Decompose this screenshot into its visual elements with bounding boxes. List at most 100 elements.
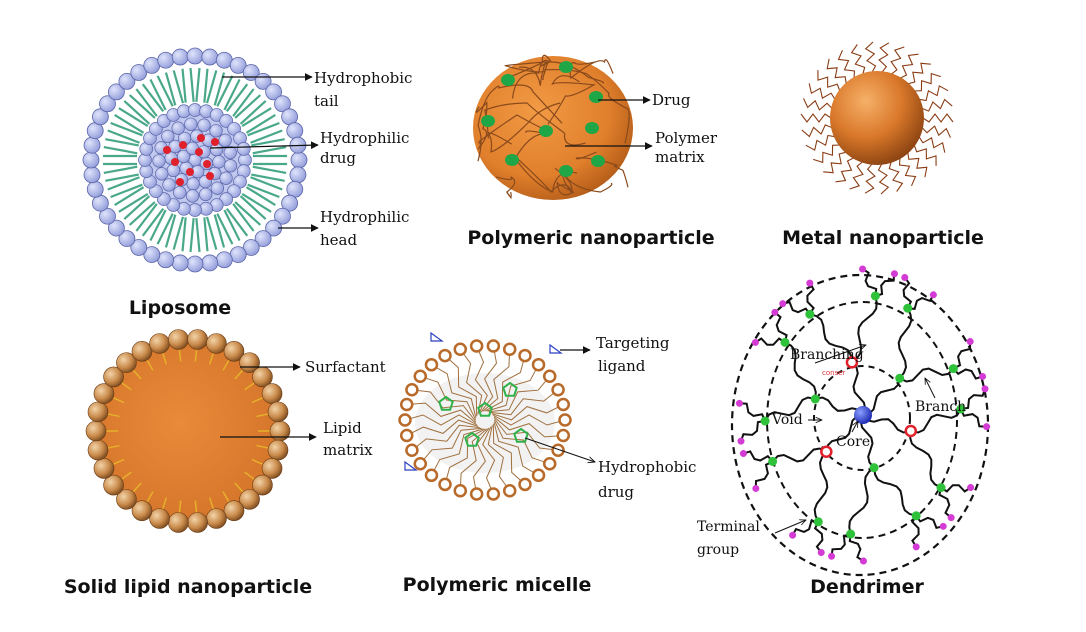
lipid-tail — [239, 195, 267, 220]
ligand-chain — [877, 163, 890, 195]
surfactant-tail — [244, 471, 255, 480]
hydrophilic-ring — [486, 487, 501, 501]
drug-dot — [176, 178, 184, 186]
lipid-head — [185, 189, 200, 203]
surfactant-bead — [116, 352, 137, 373]
ligand-chain — [918, 85, 949, 102]
polymer-chain — [411, 424, 480, 451]
branch-generation-3 — [907, 294, 935, 310]
branch-generation-2 — [910, 408, 962, 434]
lipid-head — [218, 133, 232, 147]
lipid-head — [199, 187, 213, 202]
lipid-head — [223, 159, 238, 173]
hydrophilic-ring — [502, 484, 517, 498]
branch-generation-1 — [862, 378, 901, 416]
lipid-head — [99, 95, 116, 113]
terminal-group-node — [901, 274, 909, 282]
lipid-tail — [245, 114, 276, 134]
lipid-head — [171, 254, 189, 272]
hydrophilic-ring — [531, 468, 546, 483]
lipid-head — [157, 51, 175, 69]
lipid-tail — [250, 129, 283, 144]
surfactant-bead — [149, 508, 170, 529]
surfactant-tail — [112, 396, 125, 404]
arrow-hydrophobic-drug — [524, 437, 595, 462]
label-hydrophilic-drug-1: Hydrophilic — [320, 129, 409, 147]
dendrimer-title: Dendrimer — [810, 576, 924, 598]
lipid-head — [201, 254, 219, 272]
polymer-fiber — [511, 59, 552, 99]
branch-generation-3 — [739, 402, 767, 422]
lipid-tail — [141, 83, 165, 112]
polymer-chain — [493, 418, 559, 451]
drug-dot — [171, 158, 179, 166]
lipid-head — [152, 154, 166, 168]
lipid-tail — [251, 173, 285, 182]
branch-node — [956, 404, 966, 414]
surfactant-tail — [194, 349, 198, 362]
lipid-head — [99, 207, 116, 225]
surfactant-tail — [146, 359, 154, 371]
branch-generation-3 — [754, 460, 774, 489]
ligand-chain — [864, 163, 876, 194]
polymer-chain — [431, 428, 484, 476]
lipid-head — [186, 255, 204, 273]
lipid-tail — [232, 203, 255, 232]
lipid-tail — [156, 213, 174, 245]
terminal-group-node — [947, 514, 955, 522]
lipid-tail — [251, 138, 285, 147]
dendrimer-core — [854, 406, 872, 424]
lipid-tail — [103, 145, 138, 155]
drug-pentagon — [477, 401, 493, 417]
branch-generation-3 — [959, 408, 987, 428]
drug-dot — [589, 91, 603, 103]
hydrophilic-ring — [438, 477, 452, 492]
liposome-title: Liposome — [129, 297, 231, 319]
ligand-chain — [826, 58, 847, 84]
polymer-chain — [444, 355, 478, 417]
drug-dot — [186, 168, 194, 176]
lipid-head — [162, 178, 176, 192]
lipid-tail — [105, 173, 139, 182]
surfactant-bead — [87, 401, 109, 423]
hydrophilic-ring — [551, 382, 565, 397]
lipid-tail — [232, 88, 255, 117]
lipid-tail — [114, 186, 145, 206]
label-hydrophilic-drug-2: drug — [320, 149, 356, 167]
label-branching-sub: conser — [822, 369, 846, 377]
surfactant-bead — [168, 512, 189, 533]
liposome-lipid-tails — [103, 67, 287, 253]
surfactant-bead — [93, 383, 115, 404]
lipid-tail — [123, 195, 151, 220]
polymer-chain — [474, 345, 488, 414]
lipid-tail — [195, 218, 201, 253]
ligand-chain — [890, 46, 905, 75]
terminal-group-node — [737, 437, 745, 445]
lipid-tail — [107, 176, 140, 191]
lipid-head — [186, 177, 200, 191]
branch-generation-2 — [771, 447, 827, 463]
terminal-group-node — [779, 300, 787, 308]
hydrophilic-ring — [399, 428, 414, 443]
ligand-chain — [813, 144, 840, 164]
polymer-chain — [493, 420, 550, 465]
branch-generation-2 — [851, 295, 878, 364]
lipid-head — [118, 230, 136, 247]
surfactant-bead — [267, 439, 289, 461]
lipid-tail — [250, 176, 283, 191]
surfactant-tail — [234, 369, 244, 380]
ligand-chain — [918, 136, 946, 153]
ligand-chain — [800, 113, 832, 123]
metal-surface-ligands — [800, 41, 954, 195]
surfactant-tail — [161, 352, 168, 365]
surfactant-bead — [206, 508, 227, 529]
arrow-branch — [925, 378, 936, 399]
micelle-drug-pentagons — [438, 381, 529, 447]
polymer-chain — [420, 375, 477, 420]
terminal-group-node — [966, 338, 974, 346]
terminal-group-node — [751, 338, 759, 346]
drug-dot — [559, 61, 573, 73]
drug-dot — [585, 122, 599, 134]
surfactant-bead — [187, 512, 208, 533]
drug-dot — [203, 160, 211, 168]
